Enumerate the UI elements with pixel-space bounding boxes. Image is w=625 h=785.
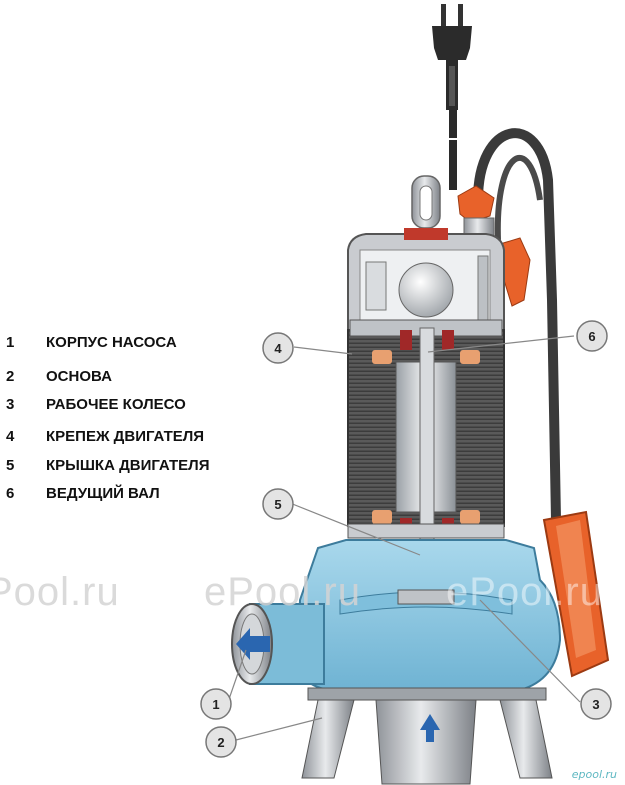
callout-1: 1 bbox=[200, 688, 232, 720]
callout-5-label: 5 bbox=[274, 497, 281, 512]
legend-number: 3 bbox=[6, 395, 15, 413]
legend-item: 2 ОСНОВА bbox=[0, 365, 240, 387]
pump-base bbox=[301, 687, 553, 785]
callout-4: 4 bbox=[262, 332, 294, 364]
callout-2: 2 bbox=[205, 726, 237, 758]
legend-label: ВЕДУЩИЙ ВАЛ bbox=[46, 484, 160, 502]
power-cable bbox=[449, 128, 561, 525]
legend-number: 5 bbox=[6, 456, 15, 474]
legend-label: КОРПУС НАСОСА bbox=[46, 333, 177, 351]
callout-3: 3 bbox=[580, 688, 612, 720]
callout-3-label: 3 bbox=[592, 697, 599, 712]
callout-6-label: 6 bbox=[588, 329, 595, 344]
lifting-handle bbox=[411, 175, 441, 229]
float-switch bbox=[542, 510, 610, 678]
legend-item: 6 ВЕДУЩИЙ ВАЛ bbox=[0, 482, 240, 504]
legend-label: РАБОЧЕЕ КОЛЕСО bbox=[46, 395, 186, 413]
callout-1-label: 1 bbox=[212, 697, 219, 712]
callout-6: 6 bbox=[576, 320, 608, 352]
legend-label: КРЫШКА ДВИГАТЕЛЯ bbox=[46, 456, 210, 474]
legend-label: КРЕПЕЖ ДВИГАТЕЛЯ bbox=[46, 427, 205, 445]
motor-cover bbox=[347, 228, 505, 331]
legend-number: 4 bbox=[6, 427, 15, 445]
legend-number: 1 bbox=[6, 333, 15, 351]
callout-2-label: 2 bbox=[217, 735, 224, 750]
legend-number: 2 bbox=[6, 367, 15, 385]
legend-item: 4 КРЕПЕЖ ДВИГАТЕЛЯ bbox=[0, 425, 240, 447]
corner-logo: epool.ru bbox=[571, 768, 617, 781]
legend-label: ОСНОВА bbox=[46, 367, 112, 385]
legend-item: 5 КРЫШКА ДВИГАТЕЛЯ bbox=[0, 454, 240, 476]
callout-leaders bbox=[227, 335, 581, 741]
legend-item: 3 РАБОЧЕЕ КОЛЕСО bbox=[0, 393, 240, 415]
callout-5: 5 bbox=[262, 488, 294, 520]
callout-4-label: 4 bbox=[274, 341, 282, 356]
pump-housing bbox=[296, 539, 562, 691]
power-plug bbox=[432, 4, 472, 138]
legend-item: 1 КОРПУС НАСОСА bbox=[0, 331, 240, 353]
discharge-outlet bbox=[231, 603, 325, 685]
legend-number: 6 bbox=[6, 484, 15, 502]
